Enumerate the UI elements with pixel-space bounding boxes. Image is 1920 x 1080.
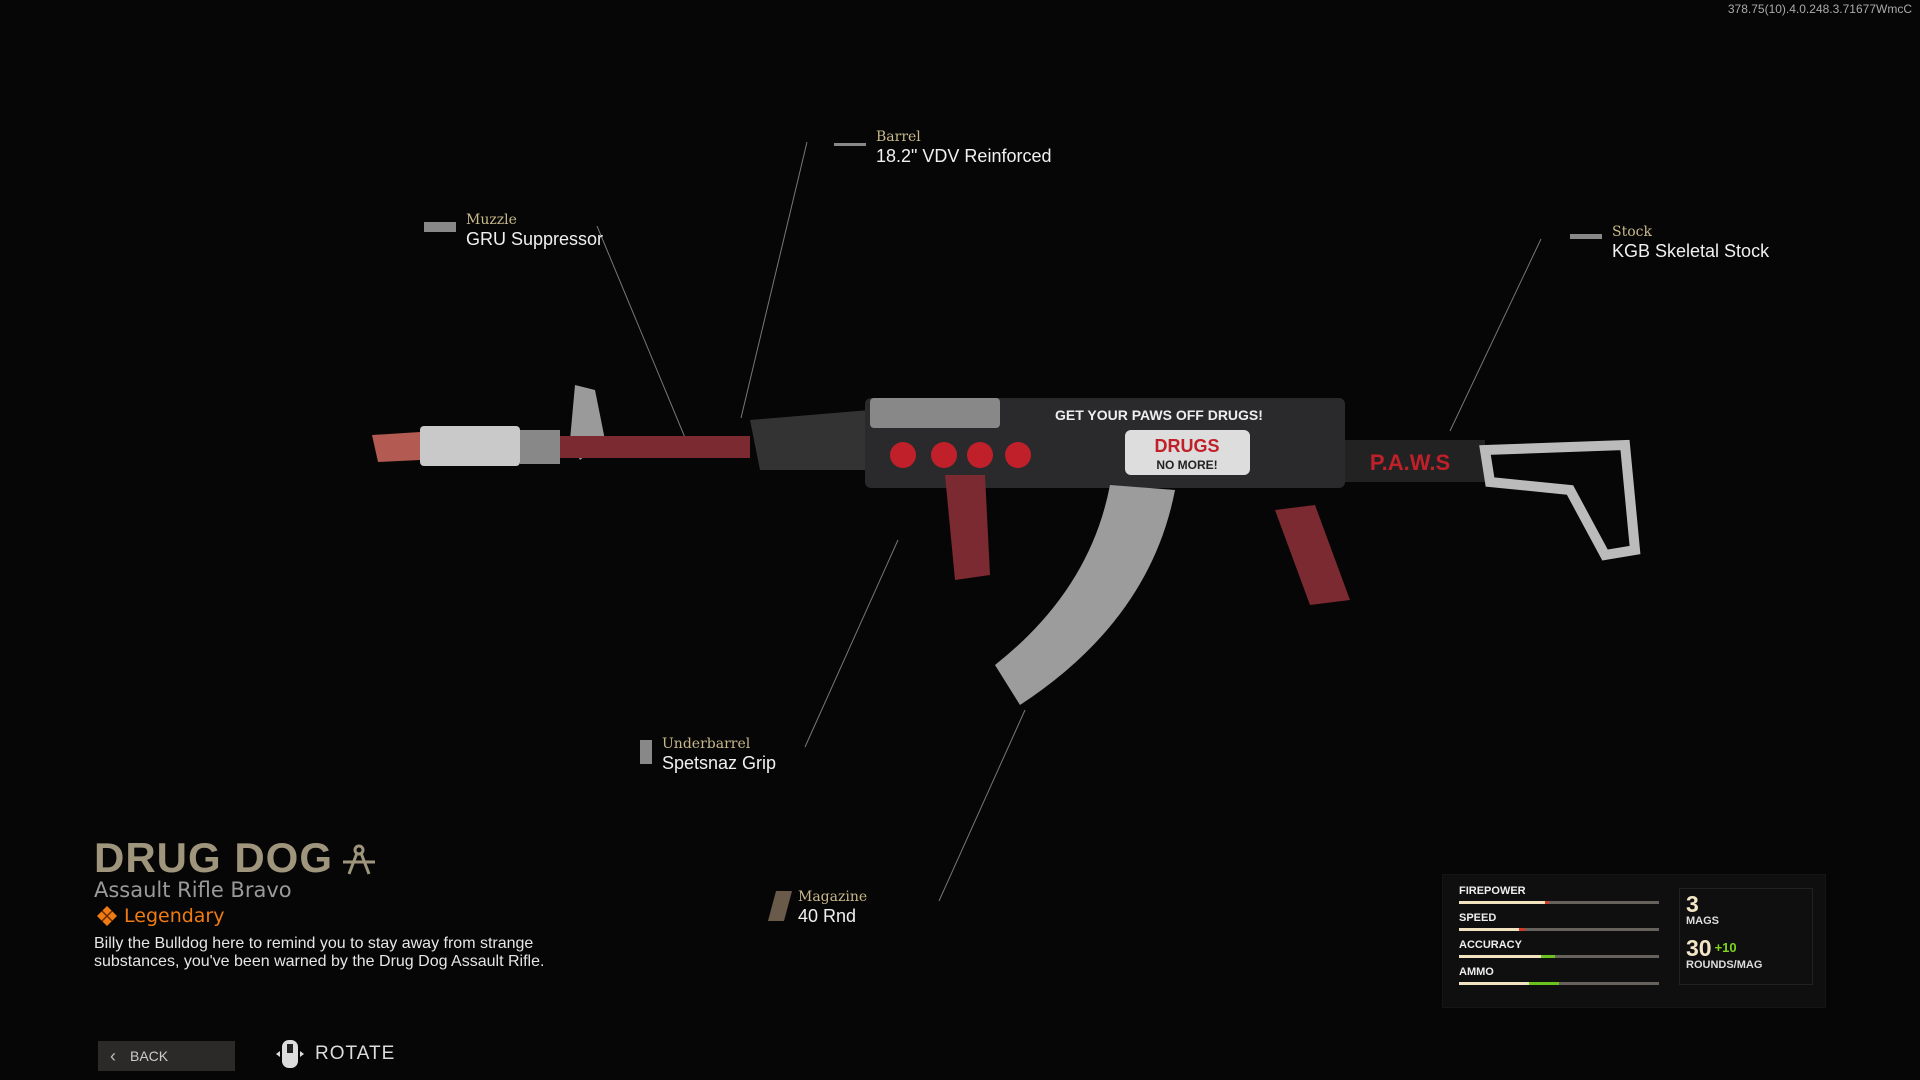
stat-bar: [1459, 982, 1659, 985]
stat-bar-delta: [1545, 901, 1549, 904]
rarity-label: Legendary: [124, 905, 225, 927]
stock-icon: [1570, 234, 1602, 239]
stat-bar-base: [1459, 955, 1541, 958]
rounds-label: ROUNDS/MAG: [1686, 959, 1763, 971]
attachment-value: 18.2" VDV Reinforced: [876, 146, 1052, 166]
slot-label: Underbarrel: [662, 736, 751, 752]
stat-bar: [1459, 928, 1659, 931]
mags-count: 3: [1686, 891, 1699, 917]
back-button[interactable]: ‹ BACK: [98, 1041, 235, 1071]
stat-bar-delta: [1529, 982, 1559, 985]
decal-top: GET YOUR PAWS OFF DRUGS!: [1055, 407, 1263, 423]
stat-label: FIREPOWER: [1459, 885, 1526, 897]
decal-drugs: DRUGS: [1154, 436, 1219, 456]
stat-label: ACCURACY: [1459, 939, 1522, 951]
mouse-icon: [276, 1040, 304, 1068]
chevron-left-icon: ‹: [110, 1045, 116, 1066]
grip-icon: [640, 740, 652, 764]
mags-label: MAGS: [1686, 915, 1719, 927]
back-label: BACK: [130, 1048, 169, 1064]
attachment-value: KGB Skeletal Stock: [1612, 241, 1770, 261]
rounds-count: 30: [1686, 935, 1712, 961]
stat-speed: SPEED: [1459, 912, 1659, 939]
stat-label: AMMO: [1459, 966, 1494, 978]
stat-bar-delta: [1519, 928, 1525, 931]
slot-label: Magazine: [798, 889, 868, 905]
stat-label: SPEED: [1459, 912, 1497, 924]
rounds-bonus: +10: [1714, 940, 1737, 955]
rarity: Legendary: [96, 905, 225, 927]
slot-label: Stock: [1612, 224, 1652, 240]
attachment-value: 40 Rnd: [798, 906, 857, 926]
blueprint-compass-icon: [343, 844, 375, 875]
magazine-info: 3 MAGS 30+10 ROUNDS/MAG: [1679, 888, 1813, 985]
slot-label: Barrel: [876, 129, 921, 145]
attachment-value: GRU Suppressor: [466, 229, 604, 249]
stat-bar-base: [1459, 982, 1529, 985]
decal-no-more: NO MORE!: [1156, 458, 1217, 472]
weapon-description: Billy the Bulldog here to remind you to …: [94, 935, 545, 970]
rotate-label: ROTATE: [315, 1043, 396, 1064]
stat-ammo: AMMO: [1459, 966, 1659, 993]
weapon-class: Assault Rifle Bravo: [94, 878, 292, 902]
stats-panel: FIREPOWER SPEED ACCURACY AMMO 3 MAGS 30+…: [1442, 874, 1826, 1008]
magazine-icon: [767, 891, 793, 921]
stat-bar-base: [1459, 901, 1545, 904]
stat-bar-base: [1459, 928, 1519, 931]
stat-bar: [1459, 955, 1659, 958]
attachment-value: Spetsnaz Grip: [662, 753, 777, 773]
build-version: 378.75(10).4.0.248.3.71677WmcC: [1727, 2, 1912, 16]
muzzle-icon: [424, 222, 456, 232]
stat-accuracy: ACCURACY: [1459, 939, 1659, 966]
legendary-diamond-icon: [97, 906, 117, 926]
decal-paws: P.A.W.S: [1370, 450, 1450, 475]
stat-firepower: FIREPOWER: [1459, 885, 1659, 912]
weapon-name: DRUG DOG: [94, 834, 333, 881]
rifle-image[interactable]: DRUGS NO MORE! GET YOUR PAWS OFF DRUGS! …: [372, 385, 1641, 705]
weapon-title: DRUG DOG: [94, 834, 377, 882]
barrel-icon: [834, 143, 866, 146]
stat-bar-delta: [1541, 955, 1555, 958]
slot-label: Muzzle: [466, 212, 517, 228]
rotate-hint[interactable]: ROTATE: [275, 1038, 395, 1070]
stat-bar: [1459, 901, 1659, 904]
